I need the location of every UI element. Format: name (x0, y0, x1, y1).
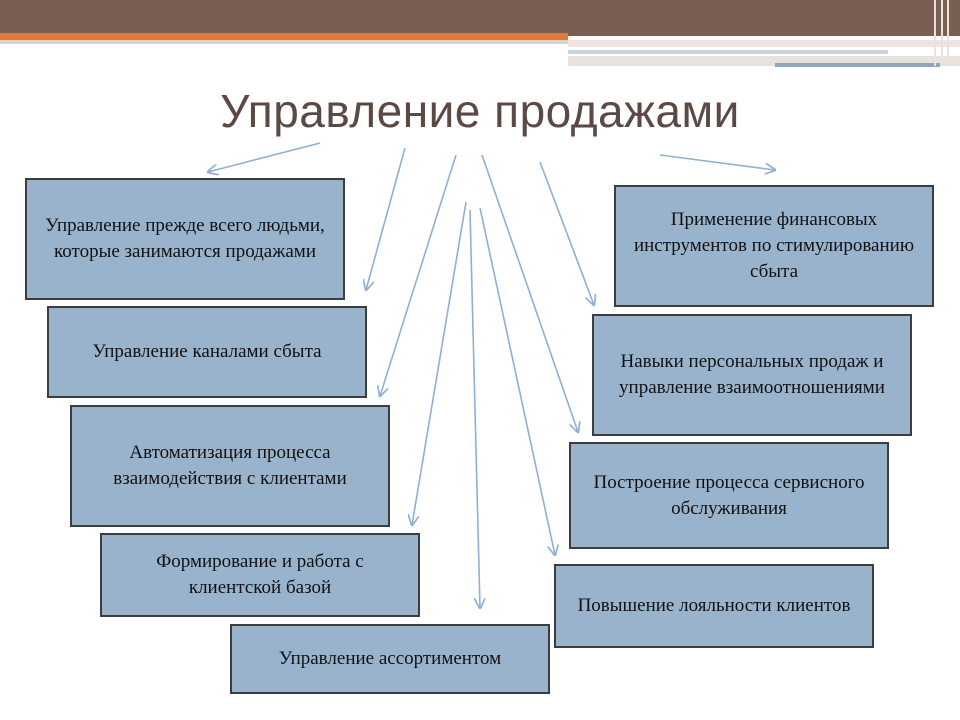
node-service-process: Построение процесса сервисного обслужива… (569, 442, 889, 549)
arrow-to-finance (659, 154, 775, 170)
node-people-management: Управление прежде всего людьми, которые … (25, 178, 345, 300)
node-financial-instruments: Применение финансовых инструментов по ст… (614, 185, 934, 307)
arrow-to-automation (380, 154, 457, 396)
node-personal-sales: Навыки персональных продаж и управление … (592, 314, 912, 436)
arrow-to-people (208, 142, 321, 172)
node-loyalty: Повышение лояльности клиентов (554, 564, 874, 648)
header-stripe-right-4 (775, 63, 940, 67)
node-assortment: Управление ассортиментом (230, 624, 550, 694)
arrow-to-channels (366, 147, 406, 290)
header-stripe-gray (0, 40, 568, 44)
arrow-to-assortment (469, 209, 480, 608)
header-stripe-right-1 (568, 40, 960, 47)
node-sales-channels: Управление каналами сбыта (47, 306, 367, 398)
node-interaction-automation: Автоматизация процесса взаимодействия с … (70, 405, 390, 527)
arrow-to-client-base (412, 201, 467, 525)
header-stripe-right-3 (568, 56, 960, 66)
arrow-to-personal-sales (539, 161, 594, 305)
arrow-to-loyalty (479, 207, 555, 555)
header-stripe-orange (0, 33, 568, 40)
node-client-base: Формирование и работа с клиентской базой (100, 533, 420, 617)
header-stripe-right-2 (568, 50, 888, 54)
page-title: Управление продажами (220, 85, 740, 137)
header-bar (0, 0, 960, 36)
arrow-to-service (481, 154, 578, 432)
